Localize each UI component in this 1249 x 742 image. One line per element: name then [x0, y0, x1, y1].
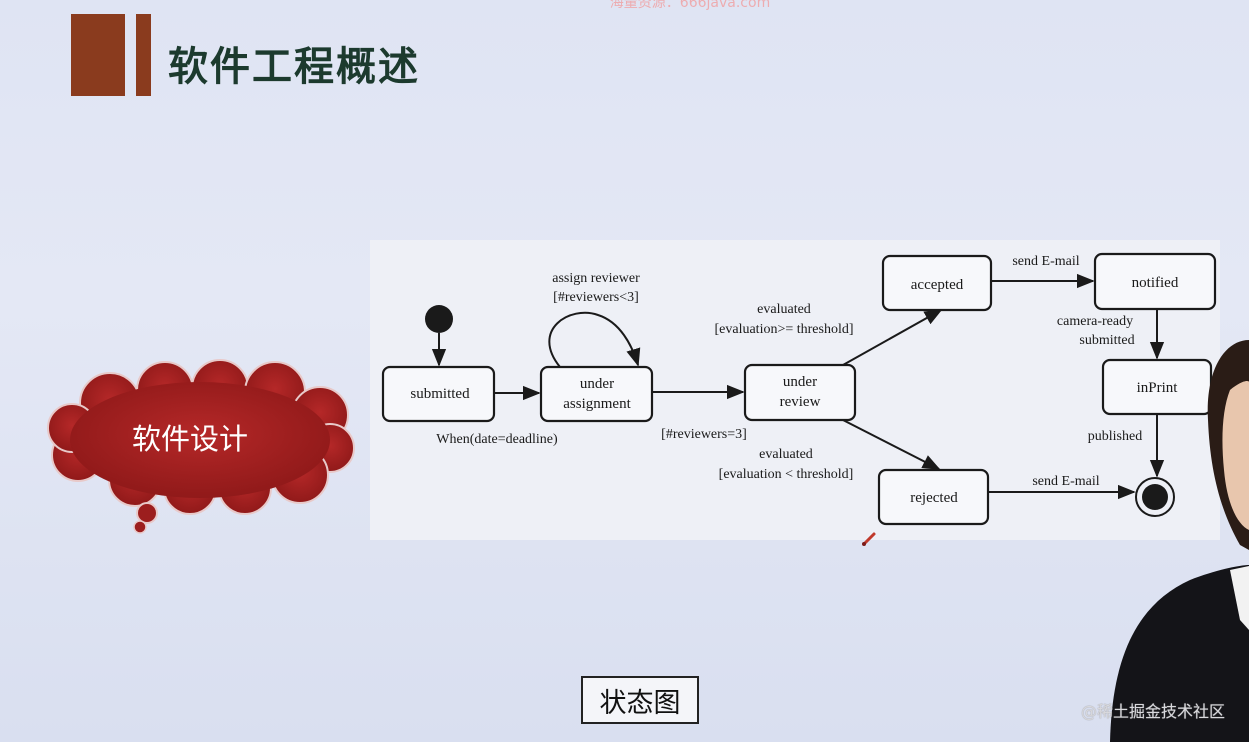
label-submitted: submitted: [410, 386, 470, 402]
label-under-assignment-1: under: [580, 376, 614, 392]
label-under-review-1: under: [783, 374, 817, 390]
slide-title: 软件工程概述: [168, 44, 420, 90]
pen-cursor-icon: [862, 532, 876, 546]
presenter-video: [1110, 340, 1249, 742]
label-notified: notified: [1132, 275, 1179, 291]
edge-label-submitted: submitted: [1079, 333, 1134, 348]
edge-label-assign-reviewer: assign reviewer: [552, 271, 640, 286]
title-accent-bar-wide: [71, 14, 125, 96]
transition-accept: [842, 309, 943, 366]
state-rejected: [877, 468, 990, 526]
edge-label-camera-ready: camera-ready: [1057, 314, 1133, 329]
edge-label-reviewers-lt-3: [#reviewers<3]: [553, 290, 639, 305]
label-rejected: rejected: [910, 490, 958, 506]
cloud-text: 软件设计: [132, 422, 248, 456]
watermark-top: 海量资源：666java.com: [609, 0, 771, 11]
label-inprint: inPrint: [1137, 380, 1179, 396]
title-accent-bar-narrow: [136, 14, 151, 96]
transition-reject: [842, 419, 941, 470]
label-under-assignment-2: assignment: [563, 396, 631, 412]
diagram-caption: 状态图: [581, 676, 699, 724]
thought-cloud: 软件设计: [47, 359, 355, 534]
label-accepted: accepted: [911, 277, 964, 293]
watermark-bottom: @稀土掘金技术社区: [1080, 702, 1225, 721]
edge-label-published: published: [1088, 429, 1142, 444]
edge-label-evaluation-lt-threshold: [evaluation < threshold]: [719, 467, 854, 482]
edge-label-reviewers-eq-3: [#reviewers=3]: [661, 427, 747, 442]
initial-state: [425, 305, 453, 333]
edge-label-evaluated-accept: evaluated: [757, 302, 811, 317]
edge-label-evaluated-reject: evaluated: [759, 447, 813, 462]
edge-label-send-email-accept: send E-mail: [1012, 254, 1079, 269]
transition-assign-self: [548, 311, 641, 368]
label-under-review-2: review: [780, 394, 821, 410]
final-state: [1135, 477, 1175, 517]
state-notified: [1093, 252, 1217, 311]
edge-label-send-email-reject: send E-mail: [1032, 474, 1099, 489]
state-under-review: [743, 363, 857, 422]
edge-label-evaluation-ge-threshold: [evaluation>= threshold]: [714, 322, 853, 337]
state-under-assignment: [539, 365, 654, 423]
edge-label-when-deadline: When(date=deadline): [436, 432, 558, 447]
